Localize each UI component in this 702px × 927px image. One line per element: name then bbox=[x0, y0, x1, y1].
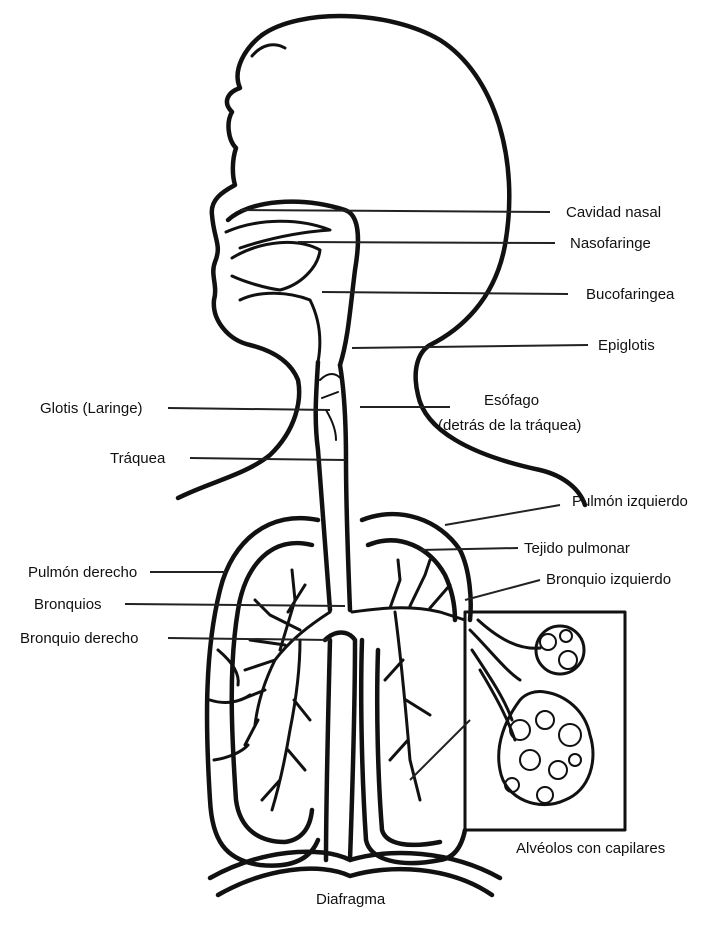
diaphragm bbox=[210, 852, 500, 895]
label-epiglotis: Epiglotis bbox=[598, 337, 655, 354]
label-bronquio-izquierdo: Bronquio izquierdo bbox=[546, 571, 671, 588]
label-diafragma: Diafragma bbox=[316, 891, 386, 908]
label-nasofaringe: Nasofaringe bbox=[570, 235, 651, 252]
left-lung bbox=[361, 514, 470, 863]
label-glotis: Glotis (Laringe) bbox=[40, 400, 143, 417]
label-pulmon-izquierdo: Pulmón izquierdo bbox=[572, 493, 688, 510]
left-bronchial-tree bbox=[352, 560, 465, 800]
label-bucofaringea: Bucofaringea bbox=[586, 286, 675, 303]
label-bronquio-derecho: Bronquio derecho bbox=[20, 630, 138, 647]
label-bronquios: Bronquios bbox=[34, 596, 102, 613]
label-traquea: Tráquea bbox=[110, 450, 166, 467]
upper-airway bbox=[226, 202, 358, 610]
label-tejido-pulmonar: Tejido pulmonar bbox=[524, 540, 630, 557]
label-esofago-note: (detrás de la tráquea) bbox=[438, 417, 581, 434]
label-esofago: Esófago bbox=[484, 392, 539, 409]
label-pulmon-derecho: Pulmón derecho bbox=[28, 564, 137, 581]
label-alveolos: Alvéolos con capilares bbox=[516, 840, 665, 857]
label-cavidad-nasal: Cavidad nasal bbox=[566, 204, 661, 221]
alveoli-inset bbox=[465, 612, 625, 830]
